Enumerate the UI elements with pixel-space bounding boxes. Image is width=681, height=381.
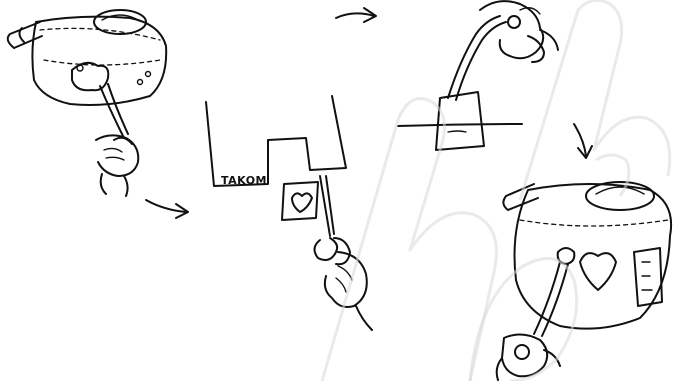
watermark-logo	[322, 0, 670, 381]
step-3-water-dip-sketch	[398, 1, 558, 150]
arrow-step-1-to-2	[146, 200, 188, 218]
decal-sheet-label: TAKOM	[221, 174, 267, 187]
step-4-apply-decal-sketch	[497, 182, 671, 380]
arrow-step-3-to-4	[574, 124, 592, 158]
arrow-step-2-to-3	[336, 8, 376, 22]
step-1-turret-sketch	[8, 10, 166, 196]
